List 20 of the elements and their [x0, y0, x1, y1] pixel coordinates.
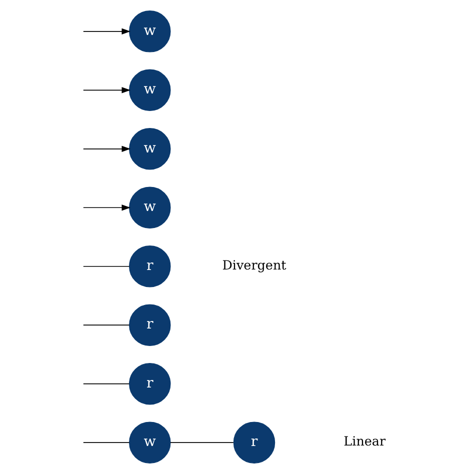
node-circle: w	[128, 10, 171, 52]
connector	[82, 383, 130, 384]
arrow	[82, 204, 131, 211]
connector	[82, 266, 130, 267]
arrow	[82, 146, 131, 152]
node-circle: w	[128, 186, 171, 228]
arrow	[82, 28, 131, 34]
label: Linear	[344, 434, 386, 450]
label: Divergent	[222, 258, 286, 274]
connector	[82, 324, 130, 326]
node-circle: r	[128, 362, 171, 405]
node-circle: r	[128, 246, 171, 288]
connector	[170, 442, 234, 443]
connector	[82, 442, 130, 443]
node-circle: w	[128, 69, 171, 112]
node-circle: w	[128, 128, 171, 170]
node-circle: w	[128, 422, 171, 464]
node-circle: r	[128, 304, 171, 346]
node-circle: r	[233, 422, 276, 464]
arrow	[82, 87, 131, 94]
